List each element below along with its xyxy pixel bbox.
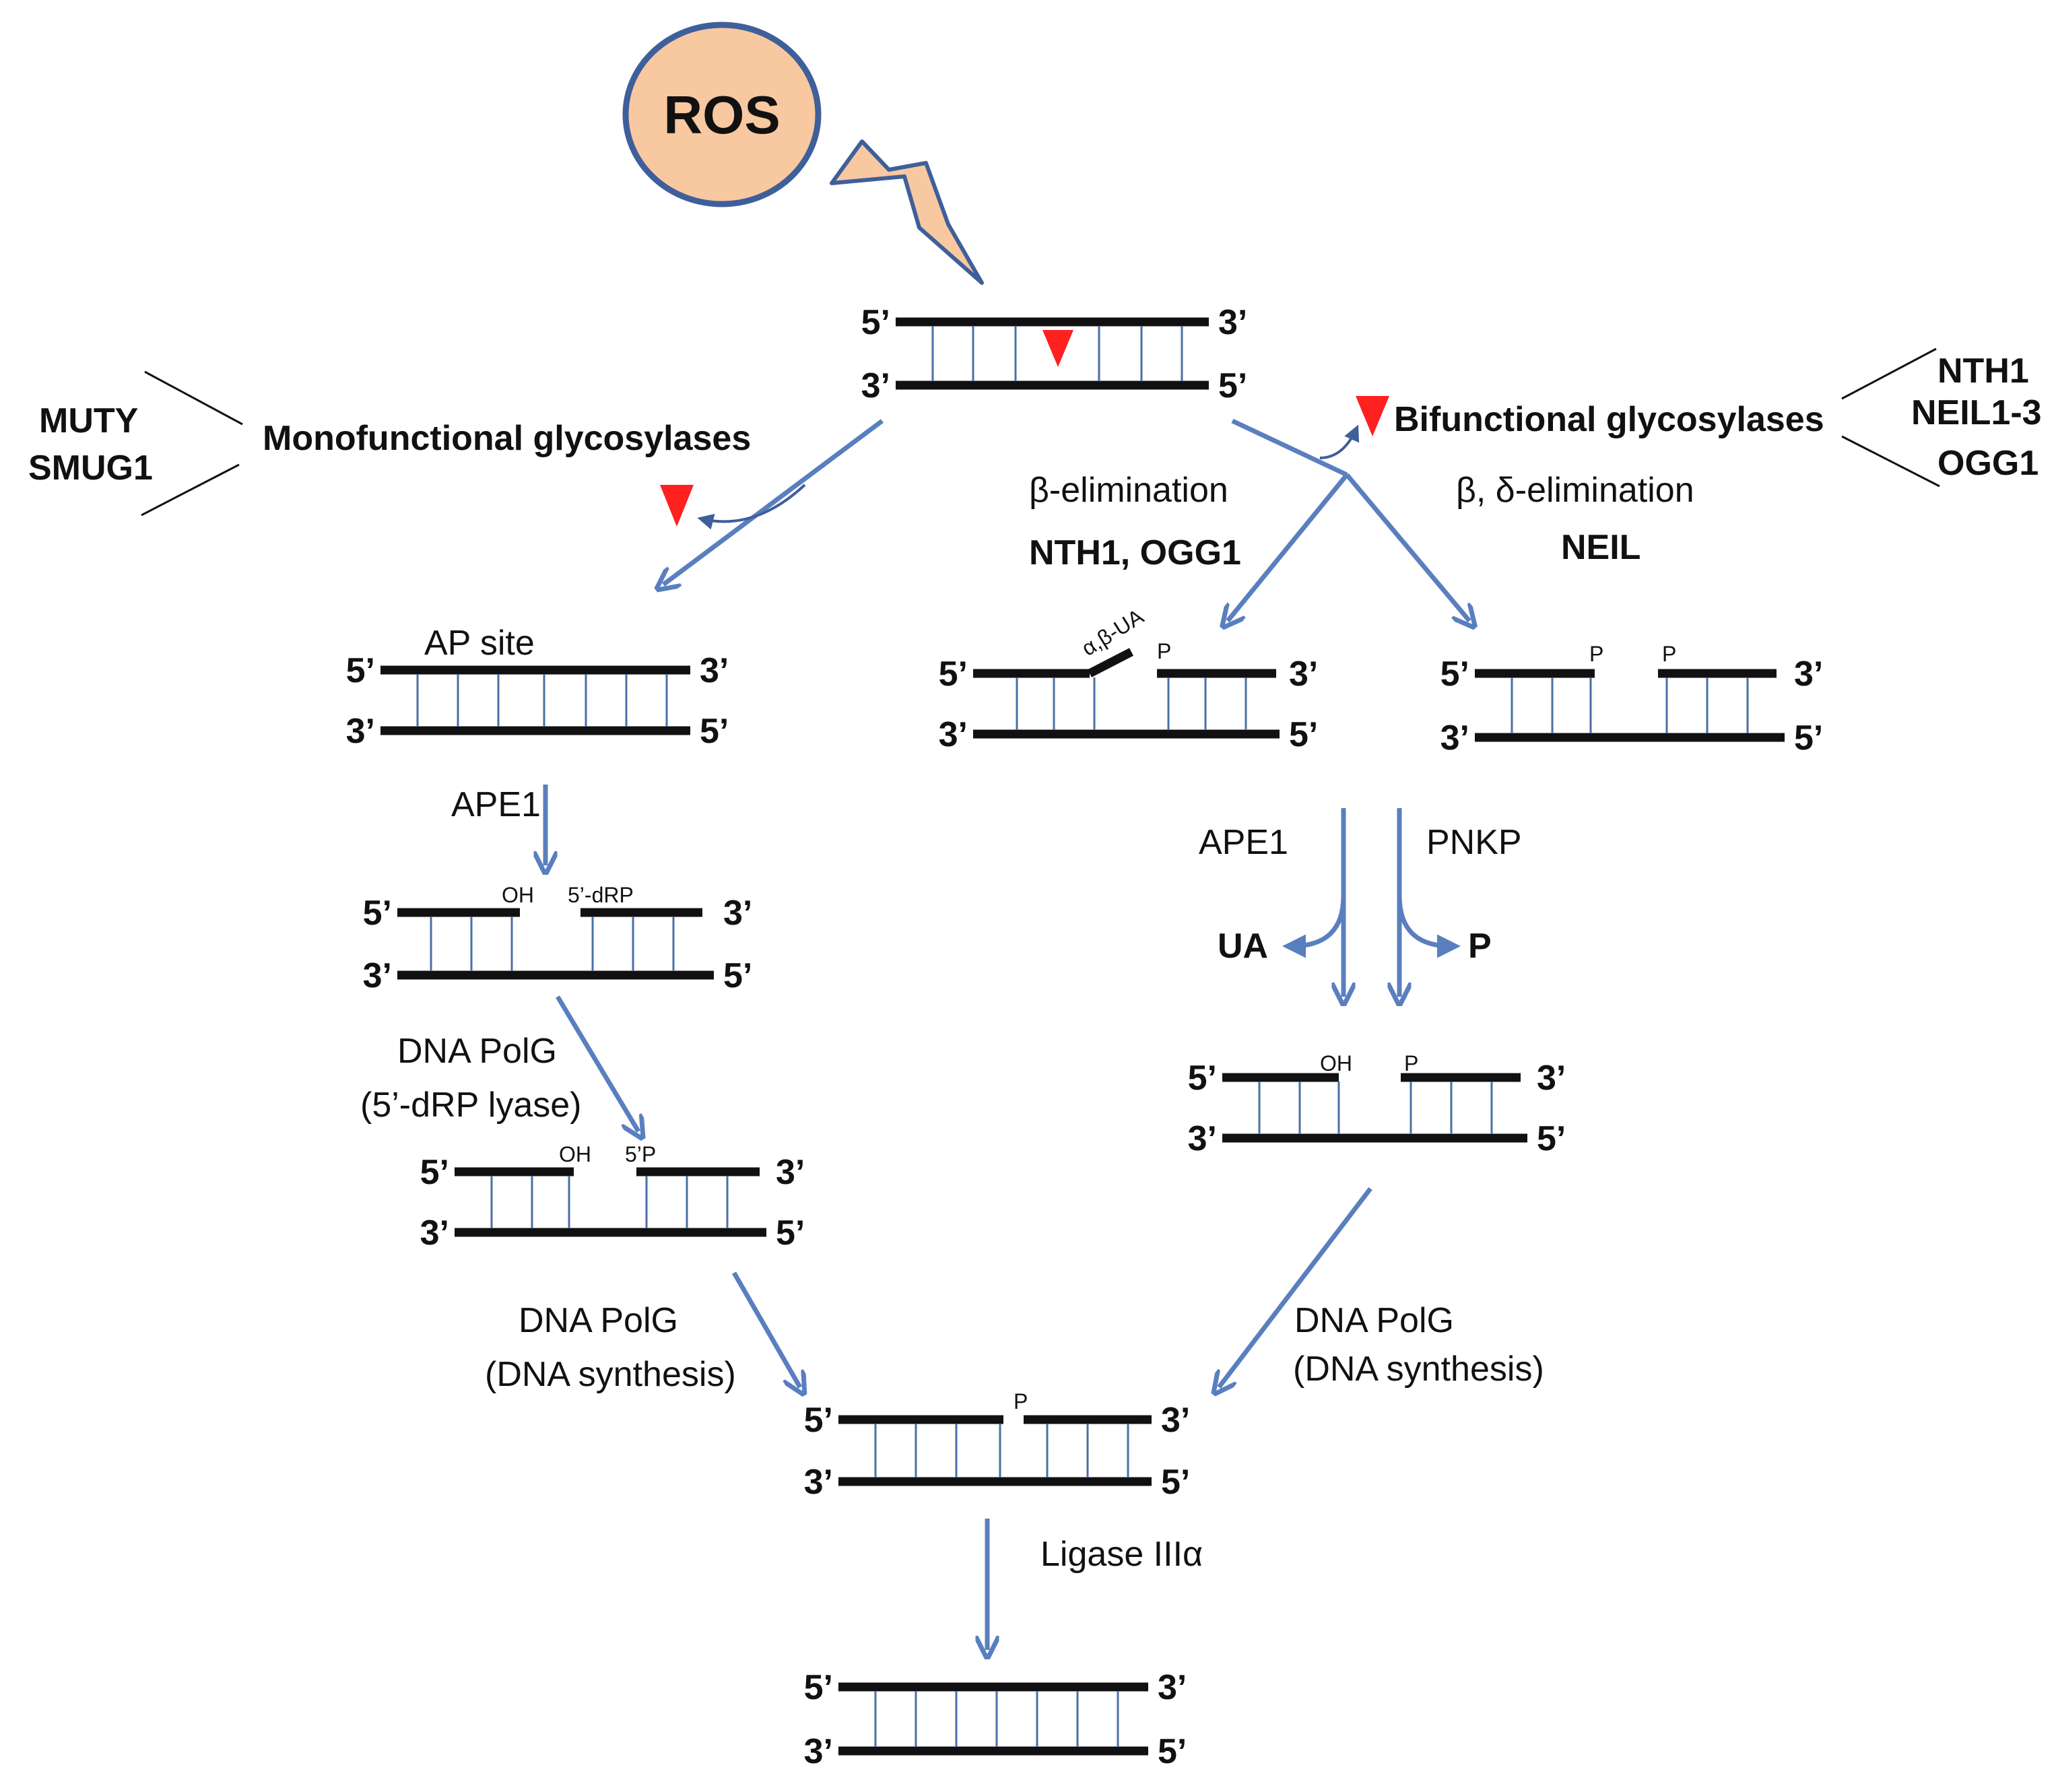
strand-end-label: 3’ [1440,719,1469,758]
strand-end-label: 5’ [939,655,968,694]
alpha-beta-ua-residue [1088,648,1133,677]
polg-lyase-label-1: DNA PolG [397,1032,557,1071]
bracket-line [1841,435,1940,488]
bracket-line [1841,347,1937,400]
arrow-release-base-bi [1319,424,1360,459]
strand-end-label: 5’ [700,712,729,751]
strand-end-label: 3’ [939,715,968,754]
phosphate-label: P [1662,642,1676,666]
strand-end-label: 3’ [1158,1668,1187,1707]
strand-end-label: 5’ [804,1668,833,1707]
phosphate-label: P [1404,1051,1418,1075]
beta-delta-enzymes: NEIL [1561,528,1640,567]
ua-label: UA [1218,927,1268,966]
ap-site-label: AP site [424,624,535,663]
strand-end-label: 3’ [420,1214,449,1253]
arrow-beta-delta-elimination [1345,473,1469,621]
strand-end-label: 3’ [1161,1401,1190,1440]
phosphate-label: P [1157,639,1171,663]
polg-synthesis-left-label-1: DNA PolG [519,1301,678,1340]
arrow-polg-synthesis-right [1219,1187,1372,1387]
pnkp-label: PNKP [1426,823,1522,862]
strand-end-label: 5’ [1440,655,1469,694]
arrow-release-p [1397,895,1461,958]
strand-end-label: 5’ [861,303,890,342]
phosphate-label: P [1589,642,1603,666]
strand-end-label: 5’ [1289,715,1318,754]
strand-end-label: 5’ [1794,719,1823,758]
arrow-beta-elimination [1228,473,1349,621]
strand-end-label: 3’ [363,956,392,995]
polg-lyase-label-2: (5’-dRP lyase) [360,1086,581,1125]
strand-end-label: 5’ [1161,1463,1190,1502]
strand-end-label: 3’ [1537,1059,1566,1098]
beta-delta-elimination-label: β, δ-elimination [1456,471,1694,510]
strand-end-label: 3’ [861,366,890,405]
arrow-polg-lyase [555,995,638,1131]
strand-end-label: 5’ [1218,366,1247,405]
strand-end-label: 5’ [723,956,752,995]
polg-synthesis-right-label-2: (DNA synthesis) [1293,1350,1544,1389]
strand-end-label: 3’ [1218,303,1247,342]
enzyme-ogg1: OGG1 [1937,444,2038,483]
polg-synthesis-right-label-1: DNA PolG [1294,1301,1454,1340]
dna-duplexes: 5’ 3’ 3’ 5’ 5’ 3’ 3’ 5’ 5’ 3’ 3’ 5’ 5’ 3’ 3’ 5’ 5’ 3’ 3’ 5’… [346,303,1824,1771]
arrow-polg-synthesis-left [731,1271,800,1387]
oh-label: OH [1320,1051,1352,1075]
enzyme-nth1: NTH1 [1937,352,2029,391]
lightning-bolt-icon [830,139,984,285]
bracket-line [144,370,243,426]
strand-end-label: 3’ [700,651,729,690]
strand-end-label: 5’ [1188,1059,1217,1098]
enzyme-smug1: SMUG1 [28,449,153,488]
bi-glycosylases-label: Bifunctional glycosylases [1394,400,1824,439]
strand-end-label: 5’ [363,894,392,933]
polg-synthesis-left-label-2: (DNA synthesis) [485,1355,736,1394]
strand-end-label: 3’ [1794,655,1823,694]
phosphate-label: P [1014,1389,1028,1414]
ape1-right-label: APE1 [1199,823,1288,862]
strand-end-label: 5’ [1537,1119,1566,1158]
lesion-marker-mono [660,485,694,527]
arrow-to-monofunctional [663,419,884,585]
lesion-marker-top [1042,330,1073,367]
ros-circle [622,22,822,207]
bracket-line [141,463,240,517]
oh-label: OH [559,1142,591,1166]
strand-end-label: 3’ [723,894,752,933]
ligase-label: Ligase IIIα [1040,1535,1203,1574]
strand-end-label: 5’ [804,1401,833,1440]
enzyme-muty: MUTY [39,401,138,440]
alpha-beta-ua-label: α,β-UA [1077,604,1148,661]
arrow-to-bifunctional [1231,418,1348,477]
strand-end-label: 3’ [1188,1119,1217,1158]
strand-end-label: 3’ [346,712,375,751]
ape1-left-label: APE1 [451,785,541,824]
strand-end-label: 5’ [346,651,375,690]
strand-end-label: 5’ [420,1153,449,1192]
lesion-marker-bi [1356,396,1389,436]
oh-label: OH [502,883,534,907]
strand-end-label: 5’ [1158,1732,1187,1771]
enzyme-neil1-3: NEIL1-3 [1911,393,2042,432]
five-drp-label: 5’-dRP [568,883,634,907]
strand-end-label: 3’ [776,1153,805,1192]
beta-elimination-enzymes: NTH1, OGG1 [1029,533,1241,572]
ros-label: ROS [663,85,780,145]
strand-end-label: 3’ [804,1463,833,1502]
strand-end-label: 3’ [1289,655,1318,694]
strand-end-label: 3’ [804,1732,833,1771]
arrow-release-base-mono [697,484,806,530]
beta-elimination-label: β-elimination [1029,471,1228,510]
p-released-label: P [1468,927,1492,966]
five-p-label: 5’P [625,1142,656,1166]
mono-glycosylases-label: Monofunctional glycosylases [263,419,751,458]
arrow-release-ua [1282,895,1346,958]
strand-end-label: 5’ [776,1214,805,1253]
